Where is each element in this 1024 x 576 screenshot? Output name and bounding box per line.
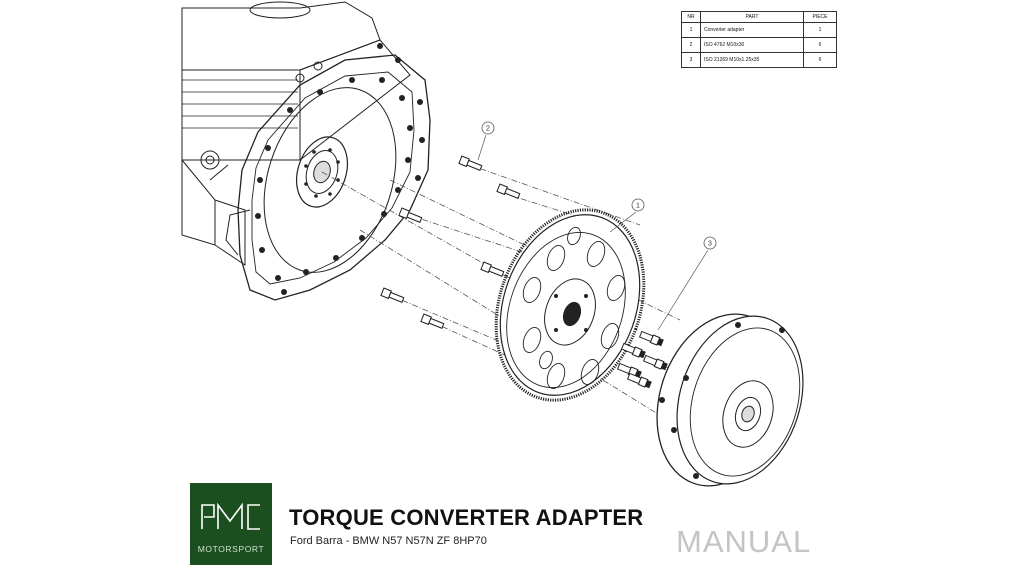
bolts-iso-21269 bbox=[616, 330, 668, 389]
flexplate bbox=[494, 208, 646, 402]
callout-3: 3 bbox=[708, 241, 712, 248]
table-row: 3 ISO 21269 M10x1.25x35 6 bbox=[681, 52, 837, 68]
callout-1-circle bbox=[631, 198, 645, 212]
row-piece: 1 bbox=[803, 22, 837, 38]
logo-text: MOTORSPORT bbox=[197, 544, 265, 554]
adapter-plate bbox=[209, 43, 431, 301]
callout-3-circle bbox=[703, 236, 717, 250]
torque-converter bbox=[656, 313, 804, 487]
pmc-logo-icon bbox=[201, 502, 260, 530]
row-part: Converter adapter bbox=[700, 22, 804, 38]
document-subtitle: Ford Barra - BMW N57 N57N ZF 8HP70 bbox=[290, 535, 487, 547]
callout-1: 1 bbox=[636, 203, 640, 210]
document-type-label: MANUAL bbox=[676, 524, 812, 559]
table-row: 2 ISO 4762 M10x30 6 bbox=[681, 37, 837, 53]
row-nr: 2 bbox=[681, 37, 701, 53]
parts-table-header: NR PART PIECE bbox=[681, 11, 837, 23]
row-piece: 6 bbox=[803, 37, 837, 53]
brand-logo: MOTORSPORT bbox=[190, 483, 272, 565]
row-nr: 3 bbox=[681, 52, 701, 68]
callout-leaders bbox=[477, 134, 709, 331]
row-part: ISO 21269 M10x1.25x35 bbox=[700, 52, 804, 68]
engine-block bbox=[181, 1, 411, 266]
document-title: TORQUE CONVERTER ADAPTER bbox=[289, 505, 644, 530]
col-header-part: PART bbox=[700, 11, 804, 23]
row-piece: 6 bbox=[803, 52, 837, 68]
row-nr: 1 bbox=[681, 22, 701, 38]
col-header-piece: PIECE bbox=[803, 11, 837, 23]
callout-2-circle bbox=[481, 121, 495, 135]
col-header-nr: NR bbox=[681, 11, 701, 23]
callout-2: 2 bbox=[486, 126, 490, 133]
row-part: ISO 4762 M10x30 bbox=[700, 37, 804, 53]
parts-table: NR PART PIECE 1 Converter adapter 1 2 IS… bbox=[681, 11, 837, 68]
table-row: 1 Converter adapter 1 bbox=[681, 22, 837, 38]
bolts-iso-4762 bbox=[380, 155, 521, 329]
